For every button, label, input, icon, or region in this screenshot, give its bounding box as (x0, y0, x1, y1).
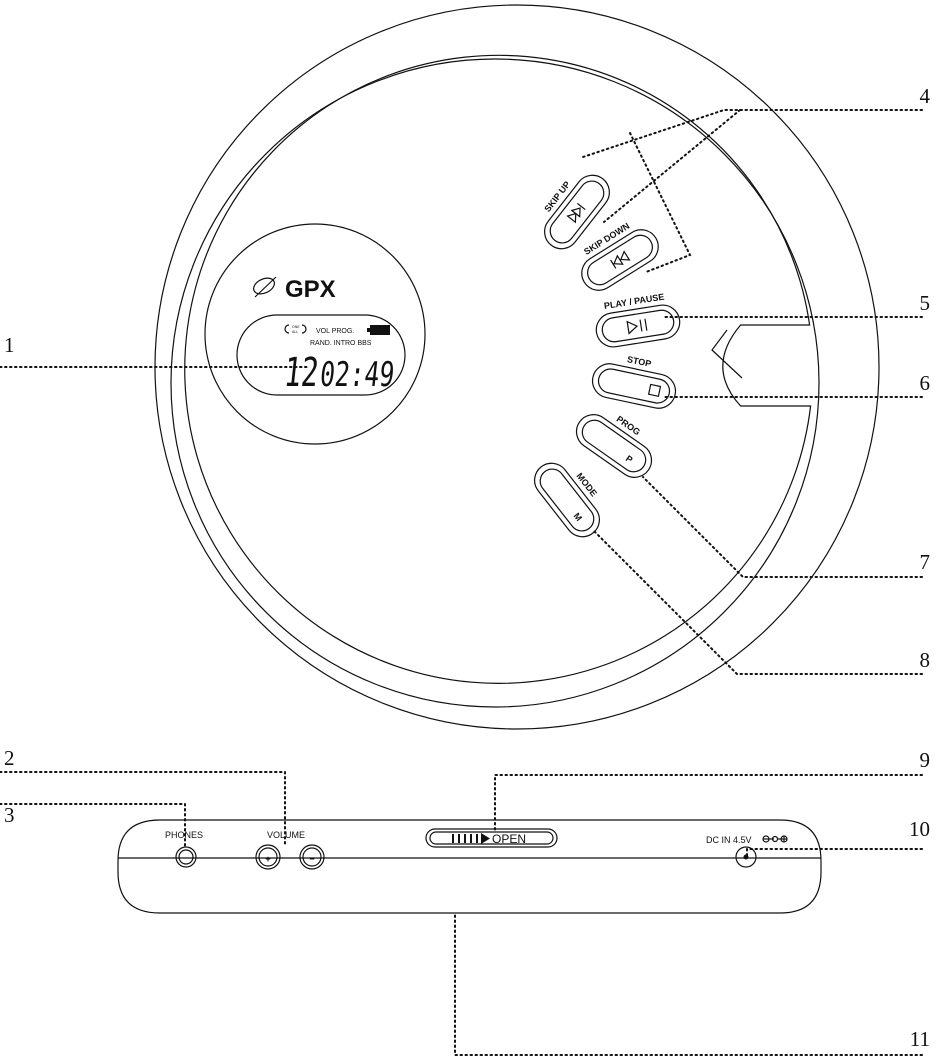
volume-up-button[interactable]: + (255, 844, 281, 870)
leader-8 (593, 530, 923, 675)
prog-button[interactable]: PROG P (570, 397, 666, 484)
skip-down-button[interactable]: SKIP DOWN (568, 212, 664, 296)
leader-4b (603, 109, 741, 223)
play-pause-icon (626, 318, 648, 335)
open-label: OPEN (492, 832, 526, 846)
callout-6: 6 (920, 371, 931, 395)
callout-leaders (0, 109, 923, 1056)
callout-2: 2 (4, 746, 15, 770)
callout-3: 3 (4, 803, 15, 827)
plus-icon: + (265, 854, 270, 864)
callout-1: 1 (4, 333, 15, 357)
side-panel: PHONES VOLUME + − OPE (117, 819, 822, 914)
dc-polarity-icon (762, 835, 788, 843)
grip-lines-icon (452, 834, 478, 843)
gpx-logo: GPX (253, 276, 336, 303)
player-body (154, 4, 880, 730)
leader-2 (0, 771, 286, 847)
phones-jack[interactable] (175, 846, 197, 868)
middle-rim (170, 58, 820, 708)
lcd-time: 02:49 (318, 355, 396, 395)
lcd-row1: VOL PROG. (316, 328, 354, 335)
repeat-left-icon (284, 324, 290, 334)
callout-4: 4 (920, 84, 931, 108)
lid-outline (184, 54, 812, 684)
prog-p-icon: P (624, 453, 635, 465)
lcd-row2: RAND. INTRO BBS (310, 340, 372, 347)
leader-3 (0, 803, 186, 847)
leader-7 (642, 476, 923, 578)
skip-forward-icon (566, 202, 586, 224)
callout-5: 5 (920, 291, 931, 315)
leader-10 (746, 848, 923, 858)
side-panel-outline (117, 819, 822, 914)
gpx-logo-icon (253, 276, 277, 298)
lcd-track-number: 12 (282, 350, 321, 396)
lcd-screen: ONE ALL VOL PROG. RAND. INTRO BBS 12 02:… (282, 324, 396, 396)
mode-button[interactable]: MODE M (528, 448, 617, 543)
lid-notch (711, 329, 743, 379)
callout-7: 7 (920, 550, 931, 574)
lcd-repeat-all: ALL (292, 330, 298, 334)
callout-8: 8 (920, 648, 931, 672)
stop-icon (647, 383, 662, 398)
prog-label: PROG (615, 414, 642, 437)
callout-numbers: 1 2 3 4 5 6 7 8 9 10 11 (4, 84, 931, 1051)
skip-back-icon (610, 250, 631, 269)
volume-down-button[interactable]: − (299, 844, 325, 870)
open-arrow-icon (481, 833, 490, 844)
leader-4c (629, 132, 692, 273)
display-circle (204, 223, 426, 445)
stop-label: STOP (626, 354, 652, 369)
brand-logo-text: GPX (285, 276, 336, 303)
stop-button[interactable]: STOP (589, 348, 681, 411)
display-window: GPX ONE ALL VOL PROG. RAND. INTRO BBS 12… (204, 223, 426, 445)
lcd-repeat-one: ONE (292, 325, 300, 329)
leader-9 (494, 774, 923, 831)
callout-11: 11 (910, 1027, 930, 1051)
callout-9: 9 (920, 748, 931, 772)
leader-11 (454, 912, 923, 1056)
repeat-right-icon (301, 324, 307, 334)
dc-in-label: DC IN 4.5V (706, 835, 752, 845)
leader-4a (582, 109, 923, 158)
callout-10: 10 (909, 817, 930, 841)
play-pause-button[interactable]: PLAY / PAUSE (592, 290, 682, 350)
volume-label: VOLUME (267, 830, 305, 840)
play-pause-label: PLAY / PAUSE (603, 292, 665, 311)
mode-m-icon: M (571, 511, 583, 523)
open-slider[interactable]: OPEN (425, 828, 558, 848)
battery-icon (367, 325, 390, 335)
lcd-frame (236, 314, 406, 396)
outer-rim (154, 4, 880, 730)
minus-icon: − (309, 854, 314, 864)
